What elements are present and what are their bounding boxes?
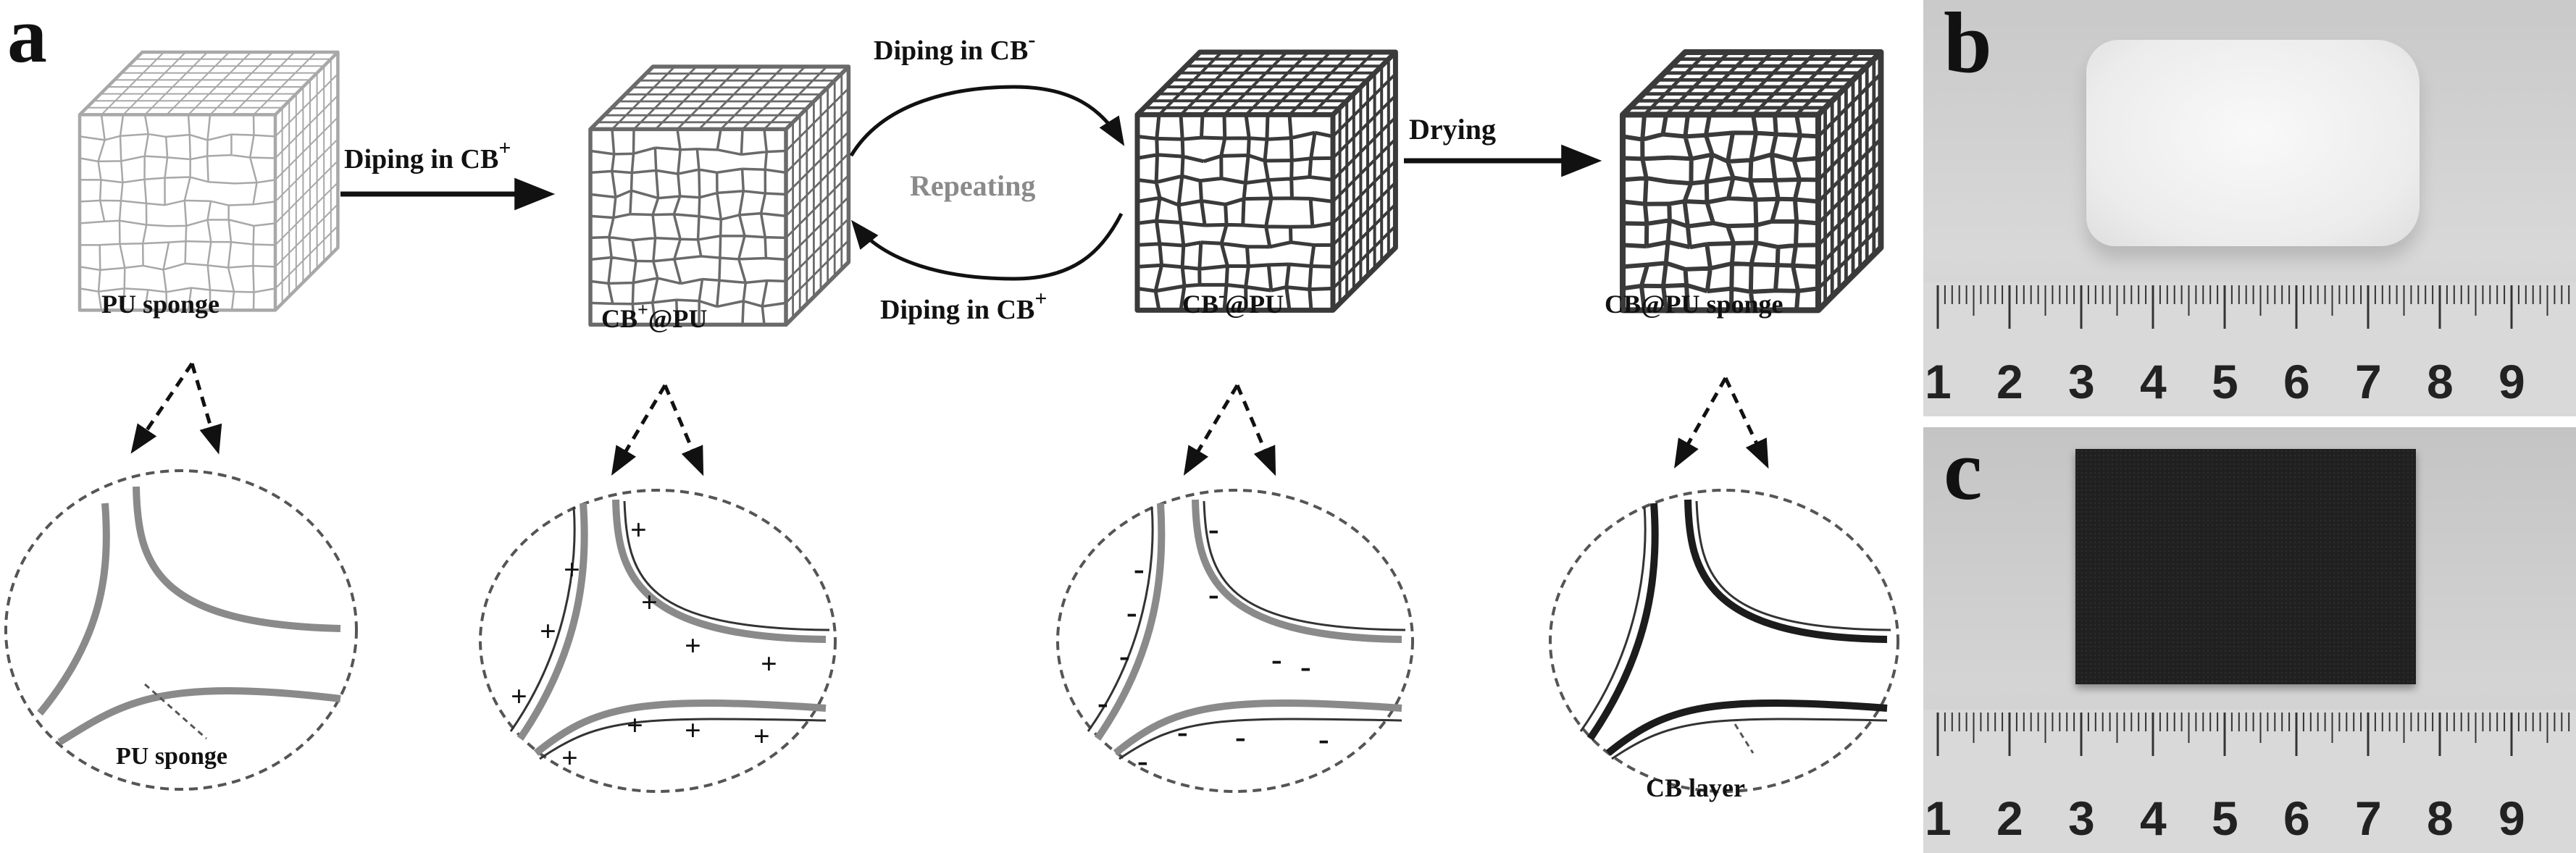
svg-text:+: + bbox=[685, 629, 701, 662]
zoom-circle-cb-pu-sponge: CB layer bbox=[1549, 489, 1899, 802]
ruler-number: 6 bbox=[2283, 791, 2310, 845]
ruler-number: 2 bbox=[1996, 791, 2023, 845]
ruler-number: 5 bbox=[2212, 791, 2238, 845]
svg-text:-: - bbox=[1300, 649, 1311, 684]
cycle-label-bottom: Diping in CB+ bbox=[880, 287, 1047, 325]
svg-text:-: - bbox=[1126, 594, 1137, 630]
zoom-label-pu-sponge: PU sponge bbox=[116, 743, 227, 770]
stage-label-pu-sponge: PU sponge bbox=[101, 290, 219, 319]
cb-plus-pu-cube bbox=[588, 64, 851, 327]
svg-text:+: + bbox=[561, 741, 578, 774]
svg-text:-: - bbox=[1137, 743, 1148, 778]
svg-text:-: - bbox=[1208, 511, 1219, 547]
ruler-number: 3 bbox=[2068, 355, 2095, 408]
svg-text:+: + bbox=[753, 720, 770, 752]
arrow-label-diping-cb-plus: Diping in CB+ bbox=[344, 136, 511, 175]
panel-label-b: b bbox=[1944, 0, 1992, 91]
stage-label-cb-minus-pu: CB-@PU bbox=[1182, 285, 1284, 319]
svg-text:+: + bbox=[685, 714, 701, 747]
zoom-label-cb-layer: CB layer bbox=[1646, 773, 1745, 802]
svg-text:+: + bbox=[630, 513, 647, 546]
ruler-number: 6 bbox=[2283, 355, 2310, 408]
black-sponge-sample bbox=[2075, 449, 2416, 684]
svg-text:+: + bbox=[627, 709, 643, 741]
white-sponge-sample bbox=[2086, 40, 2420, 246]
ruler-number: 7 bbox=[2355, 791, 2382, 845]
arrow-label-drying: Drying bbox=[1409, 113, 1496, 146]
ruler-number: 7 bbox=[2355, 355, 2382, 408]
ruler-number: 8 bbox=[2427, 791, 2454, 845]
svg-text:-: - bbox=[1097, 685, 1108, 720]
svg-text:-: - bbox=[1235, 719, 1246, 755]
ruler-number: 5 bbox=[2212, 355, 2238, 408]
zoom-circle-cb-plus-signs: + + + + + + + + + + + bbox=[511, 513, 777, 774]
svg-text:-: - bbox=[1134, 551, 1145, 587]
svg-text:+: + bbox=[761, 647, 777, 680]
svg-text:-: - bbox=[1271, 642, 1282, 677]
zoom-circle-pu-sponge: PU sponge bbox=[4, 469, 358, 791]
ruler-number: 9 bbox=[2498, 791, 2525, 845]
cb-minus-pu-cube bbox=[1134, 49, 1398, 313]
svg-text:-: - bbox=[1208, 576, 1219, 612]
svg-text:+: + bbox=[564, 553, 580, 586]
pu-sponge-cube bbox=[78, 50, 340, 312]
ruler-number: 4 bbox=[2140, 791, 2167, 845]
cycle-label-repeating: Repeating bbox=[910, 169, 1035, 202]
ruler-number: 8 bbox=[2427, 355, 2454, 408]
zoom-circle-cb-minus bbox=[1056, 489, 1414, 793]
ruler-number: 1 bbox=[1925, 355, 1952, 408]
cycle-arrow-bottom bbox=[850, 212, 1124, 281]
ruler-number: 9 bbox=[2498, 355, 2525, 408]
cycle-label-top: Diping in CB- bbox=[874, 28, 1035, 66]
svg-text:-: - bbox=[1177, 714, 1188, 749]
cb-pu-sponge-cube bbox=[1620, 49, 1884, 314]
ruler-number: 4 bbox=[2140, 355, 2167, 408]
zoom-circle-cb-plus bbox=[479, 489, 837, 793]
cycle-arrow-top bbox=[849, 85, 1125, 157]
panel-label-a: a bbox=[7, 0, 47, 79]
stage-label-cb-pu-sponge: CB@PU sponge bbox=[1605, 290, 1783, 319]
ruler-number: 1 bbox=[1925, 791, 1952, 845]
svg-text:-: - bbox=[1119, 638, 1130, 673]
panel-label-c: c bbox=[1944, 427, 1983, 518]
ruler-number: 3 bbox=[2068, 791, 2095, 845]
ruler-number: 2 bbox=[1996, 355, 2023, 408]
svg-text:+: + bbox=[540, 615, 556, 647]
svg-text:+: + bbox=[641, 586, 658, 618]
zoom-arrows bbox=[130, 362, 1769, 476]
svg-text:-: - bbox=[1318, 721, 1329, 757]
stage-label-cb-plus-pu: CB+@PU bbox=[601, 299, 707, 333]
zoom-circle-cb-minus-signs: - - - - - - - - - - - - bbox=[1097, 511, 1329, 778]
svg-text:+: + bbox=[511, 680, 527, 713]
schematic-panel-a: a PU sponge CB+@PU CB-@PU CB@PU sponge D… bbox=[4, 0, 1899, 802]
